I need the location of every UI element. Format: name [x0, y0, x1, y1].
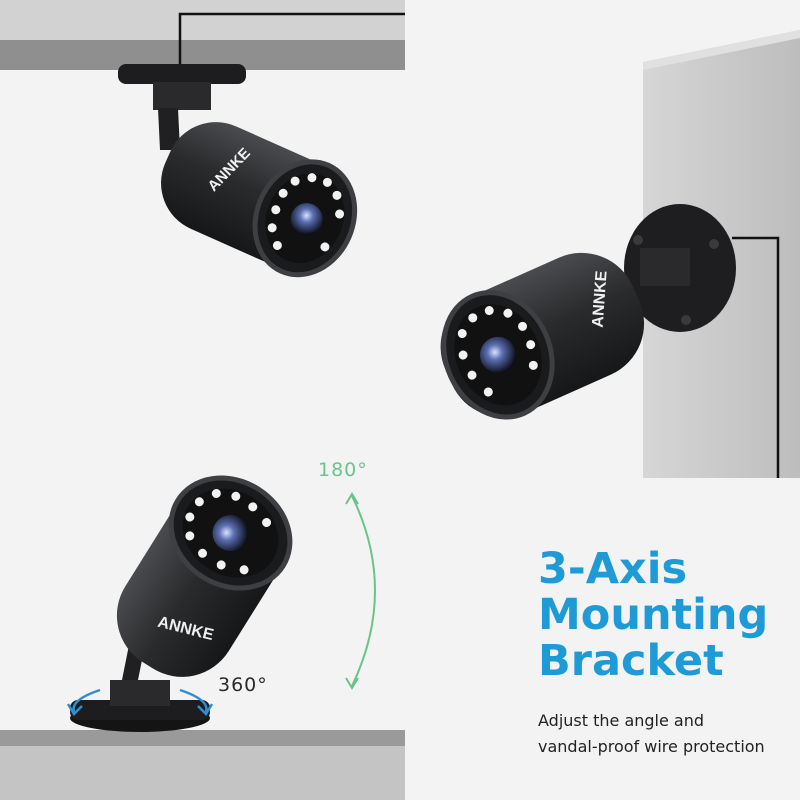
camera-ceiling-mounted: ANNKE: [118, 64, 358, 278]
headline-line-3: Bracket: [538, 636, 724, 686]
tilt-rotation-arrow: [345, 492, 376, 690]
brand-text-camera2: ANNKE: [590, 270, 611, 328]
ceiling-slab: [0, 0, 405, 70]
description-line-1: Adjust the angle and: [538, 711, 705, 730]
headline-line-2: Mounting: [538, 590, 769, 640]
floor-slab: [0, 730, 405, 800]
description-line-2: vandal-proof wire protection: [538, 737, 765, 756]
camera-wall-mounted: ANNKE: [440, 204, 736, 420]
ceiling-cable: [178, 12, 405, 65]
headline-line-1: 3-Axis: [538, 544, 688, 594]
wall-cable: [732, 236, 780, 478]
camera-floor-mounted: ANNKE: [70, 475, 293, 732]
feature-description: Adjust the angle and vandal-proof wire p…: [538, 708, 765, 760]
headline: 3-Axis Mounting Bracket: [538, 546, 768, 684]
pan-angle-label: 360°: [218, 674, 268, 696]
tilt-angle-label: 180°: [318, 459, 368, 481]
pan-rotation-arrow: [66, 688, 214, 717]
